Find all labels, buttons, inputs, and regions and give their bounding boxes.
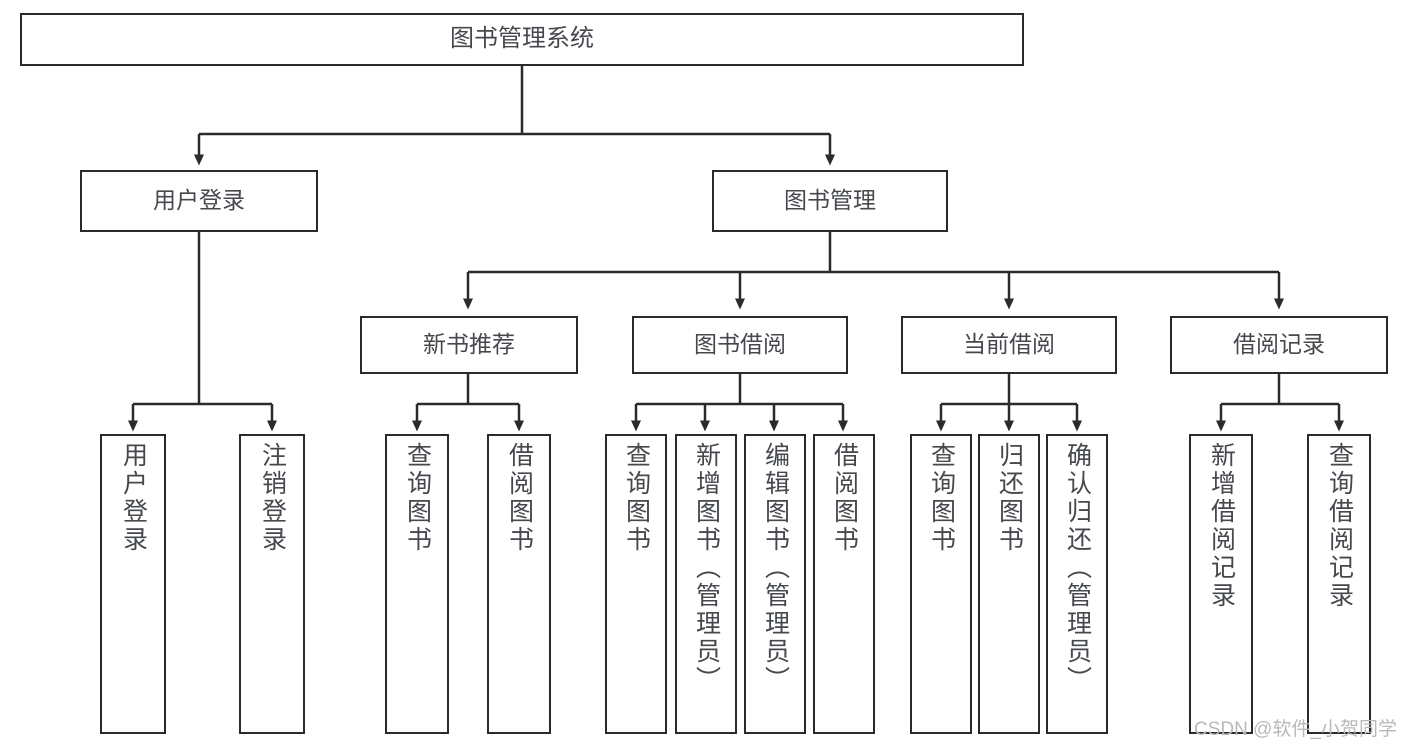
leaf-borrow-book-1[interactable]: 借阅图书 (487, 434, 551, 734)
leaf-borrow-book-2-label: 借阅图书 (830, 442, 859, 554)
leaf-return-book[interactable]: 归还图书 (978, 434, 1040, 734)
leaf-query-record[interactable]: 查询借阅记录 (1307, 434, 1371, 734)
leaf-logout[interactable]: 注销登录 (239, 434, 305, 734)
leaf-edit-book[interactable]: 编辑图书（管理员） (744, 434, 806, 734)
node-new-book-rec[interactable]: 新书推荐 (360, 316, 578, 374)
leaf-confirm-return[interactable]: 确认归还（管理员） (1046, 434, 1108, 734)
leaf-logout-label: 注销登录 (258, 442, 287, 554)
leaf-add-record-label: 新增借阅记录 (1207, 442, 1236, 610)
node-user-login[interactable]: 用户登录 (80, 170, 318, 232)
leaf-query-record-label: 查询借阅记录 (1325, 442, 1354, 610)
leaf-borrow-book-2[interactable]: 借阅图书 (813, 434, 875, 734)
node-book-borrow-label: 图书借阅 (694, 331, 786, 358)
leaf-query-book-1-label: 查询图书 (403, 442, 432, 554)
leaf-add-book-label: 新增图书（管理员） (692, 442, 721, 694)
node-current-borrow-label: 当前借阅 (963, 331, 1055, 358)
node-user-login-label: 用户登录 (153, 187, 245, 214)
node-new-book-rec-label: 新书推荐 (423, 331, 515, 358)
leaf-edit-book-label: 编辑图书（管理员） (761, 442, 790, 694)
node-book-borrow[interactable]: 图书借阅 (632, 316, 848, 374)
leaf-query-book-1[interactable]: 查询图书 (385, 434, 449, 734)
leaf-borrow-book-1-label: 借阅图书 (505, 442, 534, 554)
leaf-query-book-3[interactable]: 查询图书 (910, 434, 972, 734)
node-root[interactable]: 图书管理系统 (20, 13, 1024, 66)
leaf-user-login-label: 用户登录 (119, 442, 148, 554)
leaf-user-login[interactable]: 用户登录 (100, 434, 166, 734)
leaf-confirm-return-label: 确认归还（管理员） (1063, 442, 1092, 694)
leaf-return-book-label: 归还图书 (995, 442, 1024, 554)
node-borrow-record-label: 借阅记录 (1233, 331, 1325, 358)
node-current-borrow[interactable]: 当前借阅 (901, 316, 1117, 374)
node-borrow-record[interactable]: 借阅记录 (1170, 316, 1388, 374)
leaf-query-book-3-label: 查询图书 (927, 442, 956, 554)
leaf-add-record[interactable]: 新增借阅记录 (1189, 434, 1253, 734)
node-book-manage-label: 图书管理 (784, 187, 876, 214)
leaf-query-book-2[interactable]: 查询图书 (605, 434, 667, 734)
node-book-manage[interactable]: 图书管理 (712, 170, 948, 232)
node-root-label: 图书管理系统 (450, 25, 594, 53)
leaf-query-book-2-label: 查询图书 (622, 442, 651, 554)
leaf-add-book[interactable]: 新增图书（管理员） (675, 434, 737, 734)
